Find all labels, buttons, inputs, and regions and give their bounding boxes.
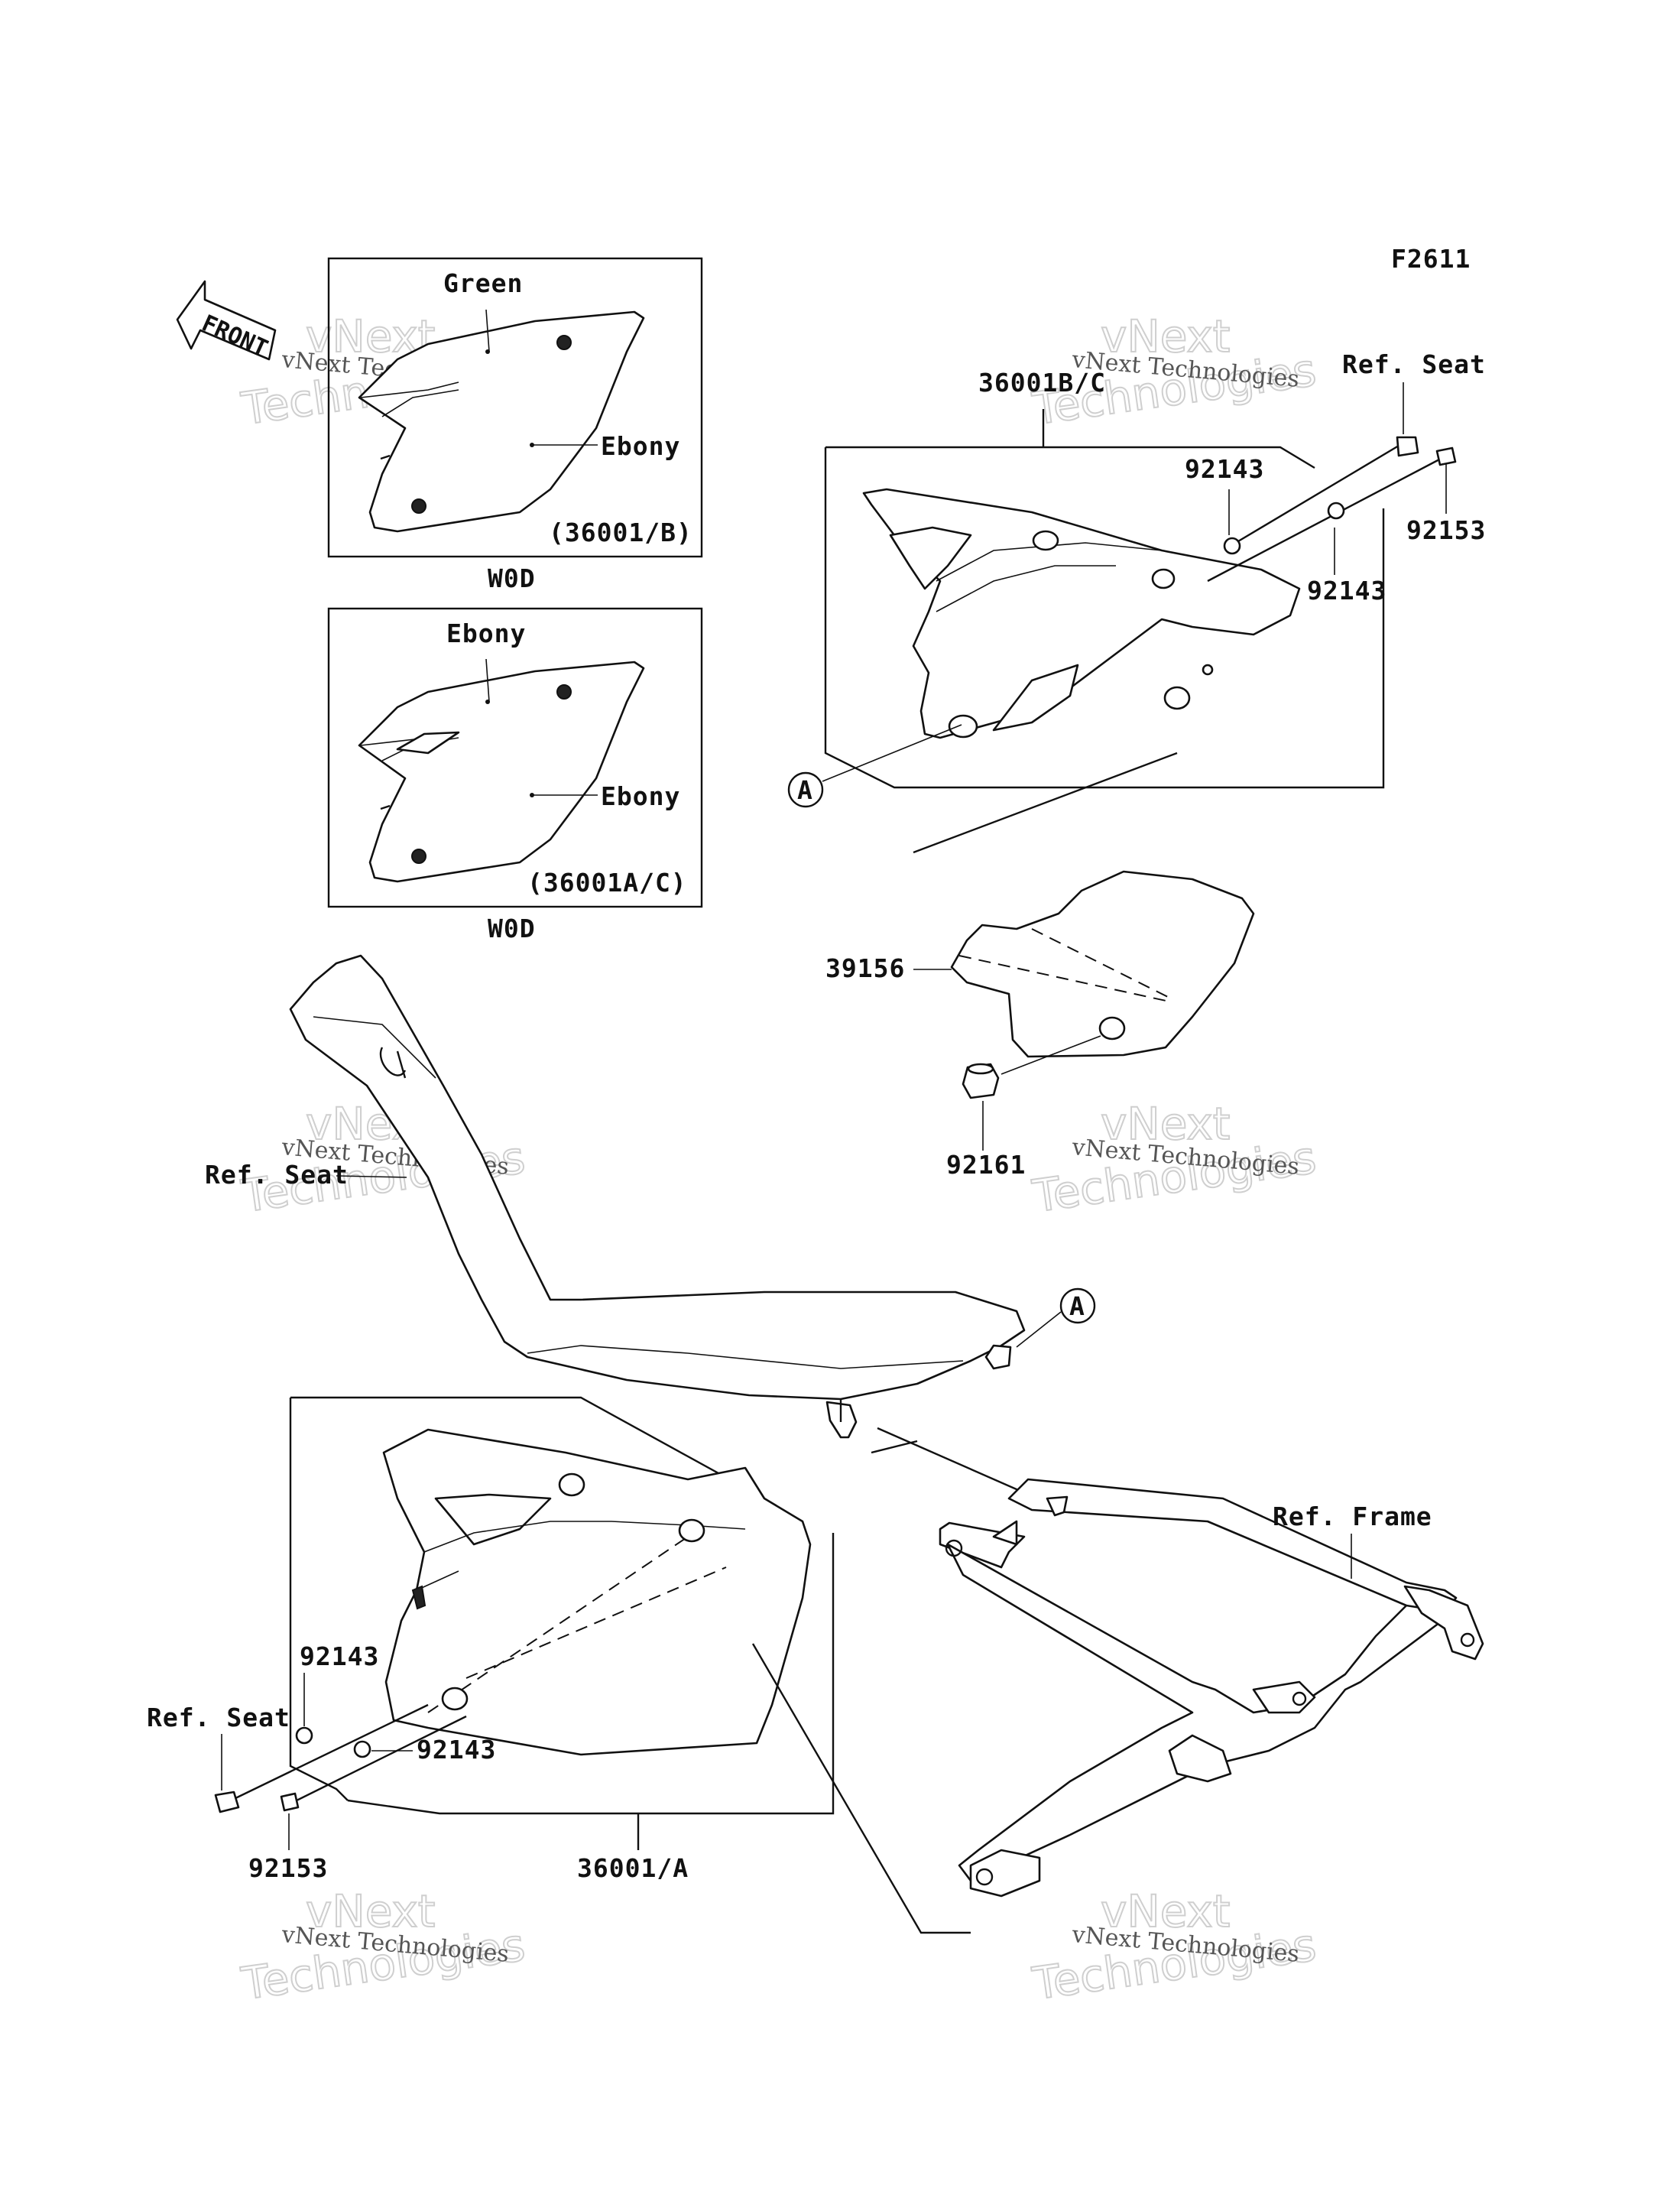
callout-92143-d: 92143 [417,1735,496,1765]
callout-39156: 39156 [825,953,905,983]
callout-ref-frame: Ref. Frame [1273,1502,1432,1531]
watermark-mid-right: vNext Technologies vNext Technologies [1028,1097,1319,1223]
callout-wod-1: W0D [488,563,536,593]
rear-frame: Ref. Frame [751,1427,1484,1934]
callout-36001bc: 36001B/C [978,368,1106,398]
callout-green: Green [443,268,523,298]
svg-text:vNext: vNext [1101,1885,1230,1937]
callout-ref-seat-mid: Ref. Seat [205,1160,349,1190]
svg-text:vNext: vNext [1101,310,1230,362]
callout-ref-seat-bl: Ref. Seat [147,1703,290,1732]
side-cover-right: 36001B/C 92143 Ref. Seat 92153 92143 A [787,349,1486,808]
callout-92143-b: 92143 [1307,576,1386,606]
callout-ebony-mid-a: Ebony [446,618,526,648]
callout-92153-b: 92153 [248,1853,328,1883]
figure-code: F2611 [1391,244,1471,274]
watermark-bottom-right: vNext Technologies vNext Technologies [1028,1885,1319,2011]
side-cover-left: 92143 Ref. Seat 92143 92153 36001/A [147,1396,835,1883]
callout-ref-a-1: A [797,775,813,805]
callout-92143-a: 92143 [1185,454,1264,484]
front-arrow-icon: FRONT [176,280,277,362]
seat: A Ref. Seat [205,954,1096,1439]
callout-92143-c: 92143 [300,1641,379,1671]
callout-92161: 92161 [946,1150,1026,1180]
callout-ebony-top: Ebony [601,431,680,461]
svg-text:vNext: vNext [1101,1098,1230,1150]
grommet-92161: 92161 [946,1035,1101,1180]
callout-box-ac-code: (36001A/C) [527,868,687,898]
callout-92153-a: 92153 [1406,515,1486,545]
callout-wod-2: W0D [488,914,536,943]
color-variant-box-ac: Ebony Ebony (36001A/C) [327,607,703,908]
callout-ebony-mid-b: Ebony [601,781,680,811]
callout-box-b-code: (36001/B) [549,518,692,547]
svg-text:vNext: vNext [306,1885,435,1937]
callout-ref-a-2: A [1069,1291,1085,1321]
callout-ref-seat-tr: Ref. Seat [1342,349,1486,379]
callout-36001a: 36001/A [577,1853,689,1883]
color-variant-box-b: Green Ebony (36001/B) [327,257,703,558]
pad-39156: 39156 [825,752,1255,1058]
watermark-bottom-left: vNext Technologies vNext Technologies [237,1885,528,2011]
